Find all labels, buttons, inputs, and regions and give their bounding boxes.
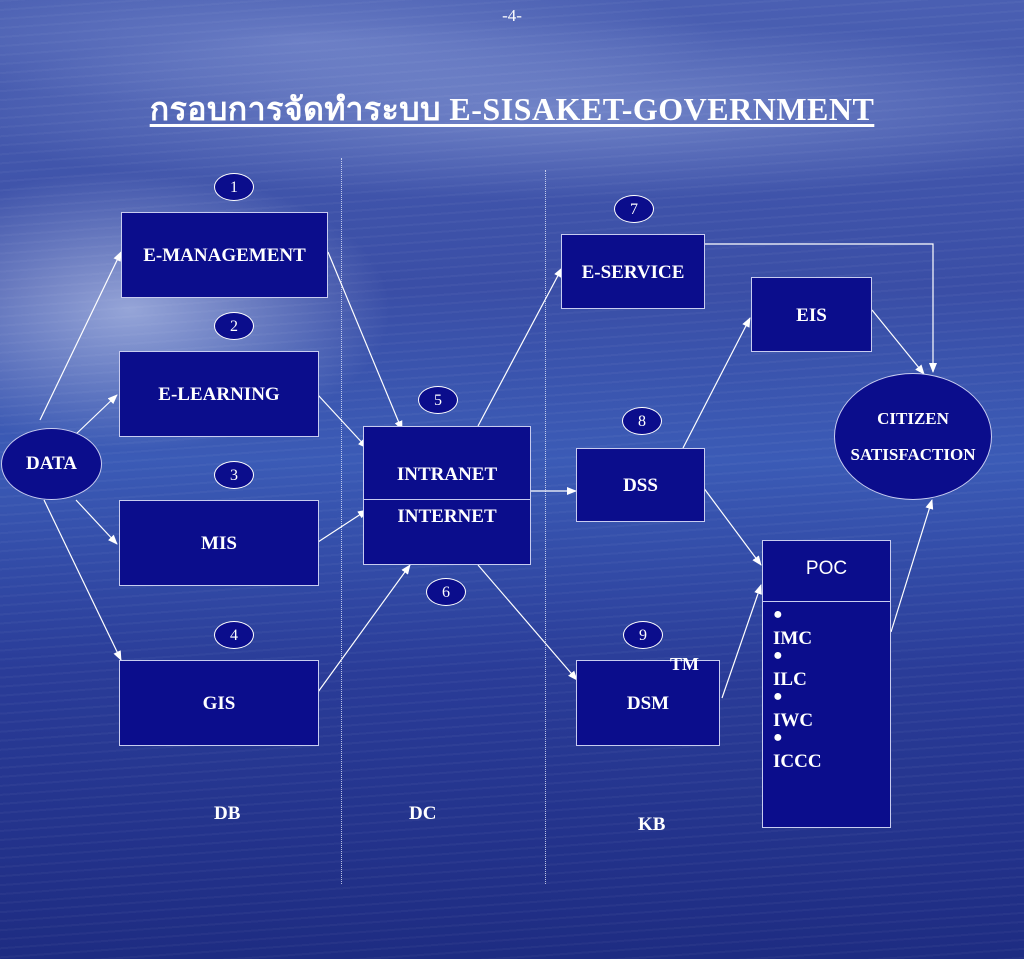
arrow-dss-to-eis	[682, 317, 751, 449]
zone-divider-dc-kb	[545, 170, 546, 884]
arrow-dsm-to-poc	[721, 584, 762, 699]
step-number-2: 2	[214, 312, 254, 340]
e-learning-box: E-LEARNING	[119, 351, 319, 437]
dsm-label: DSM	[626, 693, 670, 714]
arrow-intranet-to-e-service	[477, 267, 563, 427]
e-service-box: E-SERVICE	[561, 234, 705, 309]
arrow-e-service-to-citizen	[705, 243, 937, 373]
arrow-data-to-mis	[75, 499, 118, 545]
arrow-poc-to-citizen	[890, 499, 934, 633]
poc-item-label: IMC	[773, 628, 813, 649]
arrow-e-management-to-intranet	[327, 251, 403, 431]
step-number-3: 3	[214, 461, 254, 489]
e-management-box: E-MANAGEMENT	[121, 212, 328, 298]
arrow-data-to-gis	[43, 499, 122, 661]
mis-box: MIS	[119, 500, 319, 586]
arrow-data-to-e-learning	[73, 394, 118, 437]
zone-label-db: DB	[214, 803, 241, 824]
bullet-icon: ●	[773, 729, 783, 746]
eis-label: EIS	[796, 305, 827, 326]
page-title: กรอบการจัดทำระบบ E-SISAKET-GOVERNMENT	[149, 91, 875, 127]
bullet-icon: ●	[773, 647, 783, 664]
poc-list-item: ● ILC	[773, 644, 822, 690]
dss-label: DSS	[623, 475, 658, 496]
intranet-internet-divider	[364, 499, 530, 500]
poc-item-label: IWC	[773, 710, 814, 731]
data-node-label: DATA	[25, 453, 78, 474]
intranet-label: INTRANET	[396, 464, 498, 485]
tm-label: TM	[670, 654, 699, 674]
arrow-e-learning-to-intranet	[317, 394, 368, 449]
zone-label-dc: DC	[409, 803, 437, 824]
step-number-6: 6	[426, 578, 466, 606]
arrow-mis-to-intranet	[317, 509, 368, 543]
step-number-8: 8	[622, 407, 662, 435]
step-number-5: 5	[418, 386, 458, 414]
page-number: -4-	[502, 6, 522, 25]
data-node: DATA	[1, 428, 102, 500]
poc-label: POC	[805, 558, 848, 579]
gis-box: GIS	[119, 660, 319, 746]
poc-item-label: ILC	[773, 669, 807, 690]
intranet-internet-box: INTRANET INTERNET	[363, 426, 531, 565]
poc-list-item: ● IWC	[773, 685, 822, 731]
poc-divider	[763, 601, 890, 602]
step-number-7: 7	[614, 195, 654, 223]
poc-list: ●IMC ●ILC ●IWC ●ICCC	[773, 603, 822, 772]
e-management-label: E-MANAGEMENT	[143, 245, 306, 266]
step-number-1: 1	[214, 173, 254, 201]
step-number-4: 4	[214, 621, 254, 649]
satisfaction-label: SATISFACTION	[850, 445, 976, 464]
citizen-satisfaction-node: CITIZEN SATISFACTION	[834, 373, 992, 500]
internet-label: INTERNET	[397, 506, 497, 527]
step-number-9: 9	[623, 621, 663, 649]
arrow-gis-to-intranet	[317, 564, 411, 693]
poc-list-item: ● IMC	[773, 603, 822, 649]
zone-label-kb: KB	[638, 814, 666, 835]
mis-label: MIS	[201, 533, 237, 554]
poc-list-item: ● ICCC	[773, 726, 822, 772]
e-service-label: E-SERVICE	[581, 262, 685, 283]
zone-divider-db-dc	[341, 158, 342, 884]
bullet-icon: ●	[773, 688, 783, 705]
dss-box: DSS	[576, 448, 705, 522]
arrow-intranet-to-dsm	[477, 564, 578, 681]
gis-label: GIS	[202, 693, 236, 714]
poc-item-label: ICCC	[773, 751, 822, 772]
arrow-dss-to-poc	[702, 486, 762, 566]
bullet-icon: ●	[773, 606, 783, 623]
eis-box: EIS	[751, 277, 872, 352]
arrow-data-to-e-management	[39, 251, 122, 421]
citizen-label: CITIZEN	[877, 409, 949, 428]
e-learning-label: E-LEARNING	[158, 384, 280, 405]
arrow-eis-to-citizen	[871, 309, 925, 375]
poc-box: POC ●IMC ●ILC ●IWC ●ICCC	[762, 540, 891, 828]
dsm-box: DSM	[576, 660, 720, 746]
